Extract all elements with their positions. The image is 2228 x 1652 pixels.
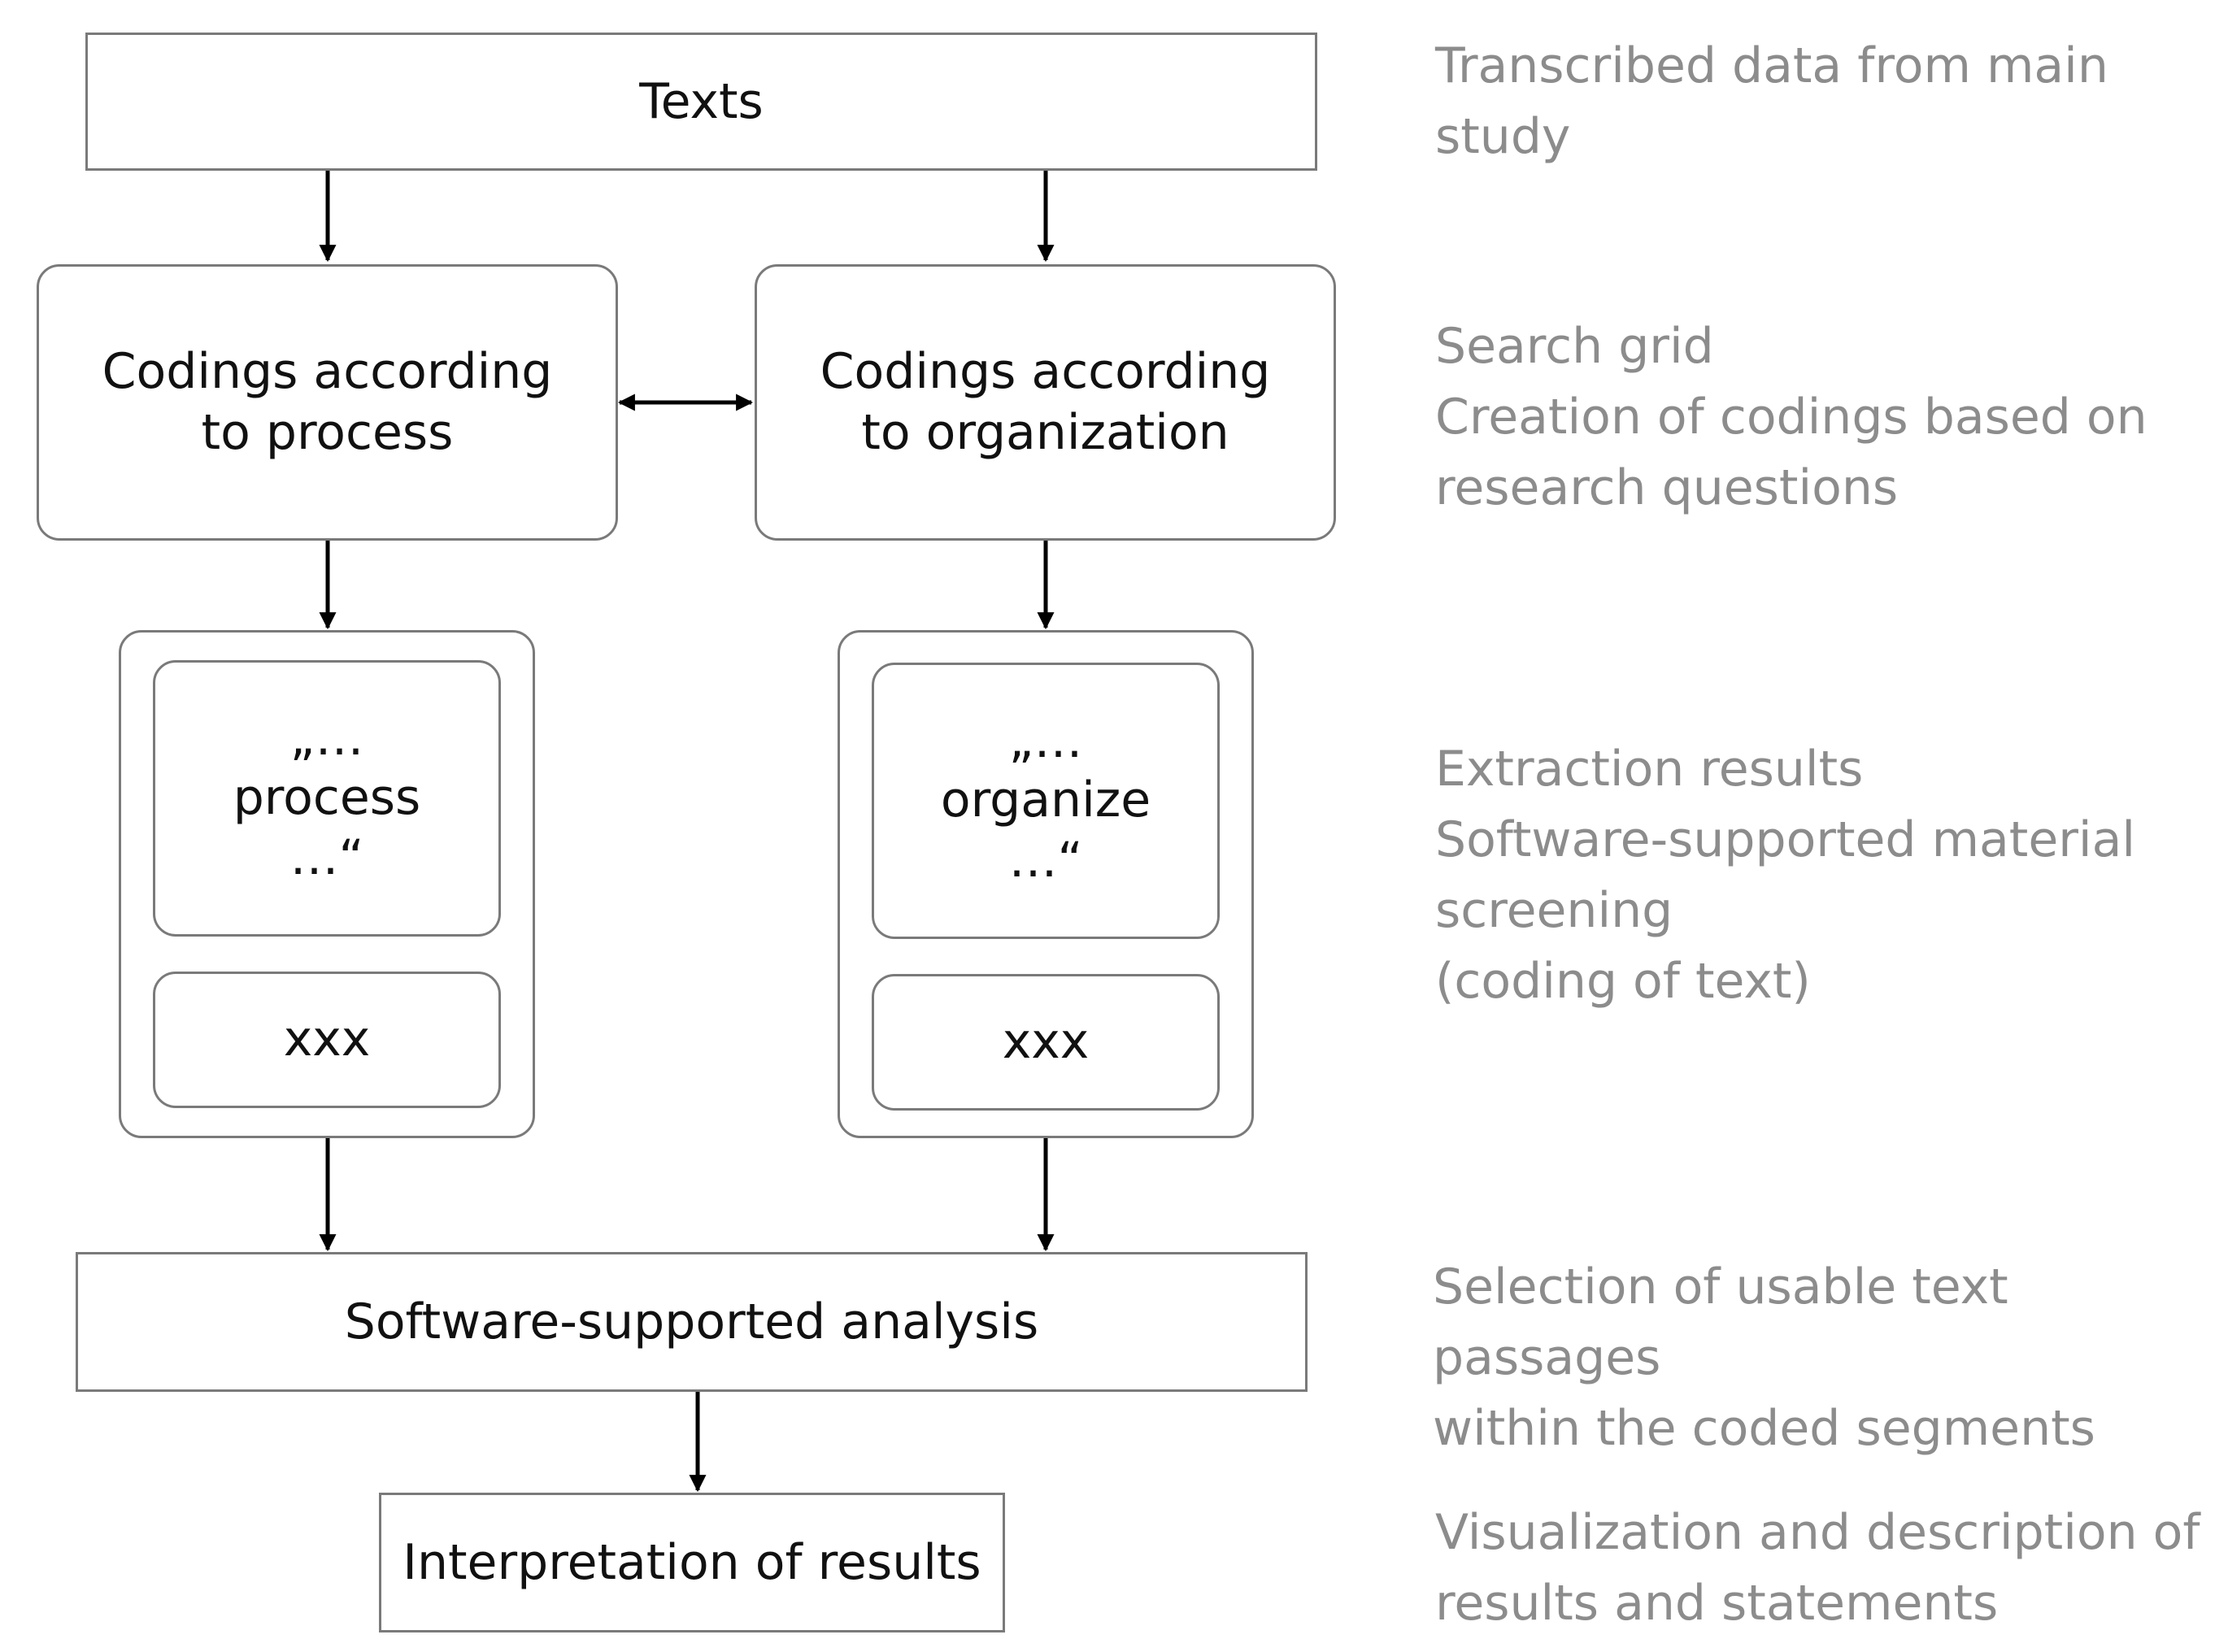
interpretation-label: Interpretation of results	[403, 1533, 981, 1591]
extract-organize-xxx: xxx	[1002, 1013, 1090, 1071]
extract-organize-xxx-box: xxx	[872, 974, 1220, 1111]
extract-process-xxx: xxx	[283, 1011, 371, 1068]
texts-label: Texts	[639, 72, 764, 130]
software-analysis-label: Software-supported analysis	[344, 1293, 1039, 1350]
note-selection: Selection of usable text passages within…	[1433, 1259, 2095, 1457]
software-analysis-box: Software-supported analysis	[76, 1252, 1308, 1392]
extract-organize-quote-box: „… organize …“	[872, 663, 1220, 939]
note-extraction: Extraction results Software-supported ma…	[1435, 741, 2136, 1010]
texts-box: Texts	[85, 33, 1317, 171]
interpretation-box: Interpretation of results	[379, 1493, 1005, 1632]
codings-organization-box: Codings according to organization	[755, 264, 1336, 541]
extract-process-quote-box: „… process …“	[153, 660, 501, 937]
note-texts: Transcribed data from main study	[1435, 37, 2108, 165]
codings-organization-label: Codings according to organization	[820, 343, 1271, 461]
note-visualization: Visualization and description of results…	[1435, 1504, 2200, 1632]
codings-process-label: Codings according to process	[102, 343, 553, 461]
codings-process-box: Codings according to process	[37, 264, 618, 541]
extract-process-quote: „… process …“	[233, 710, 421, 886]
note-search-grid: Search grid Creation of codings based on…	[1435, 318, 2147, 516]
extract-process-xxx-box: xxx	[153, 972, 501, 1108]
extract-organize-quote: „… organize …“	[940, 712, 1151, 889]
